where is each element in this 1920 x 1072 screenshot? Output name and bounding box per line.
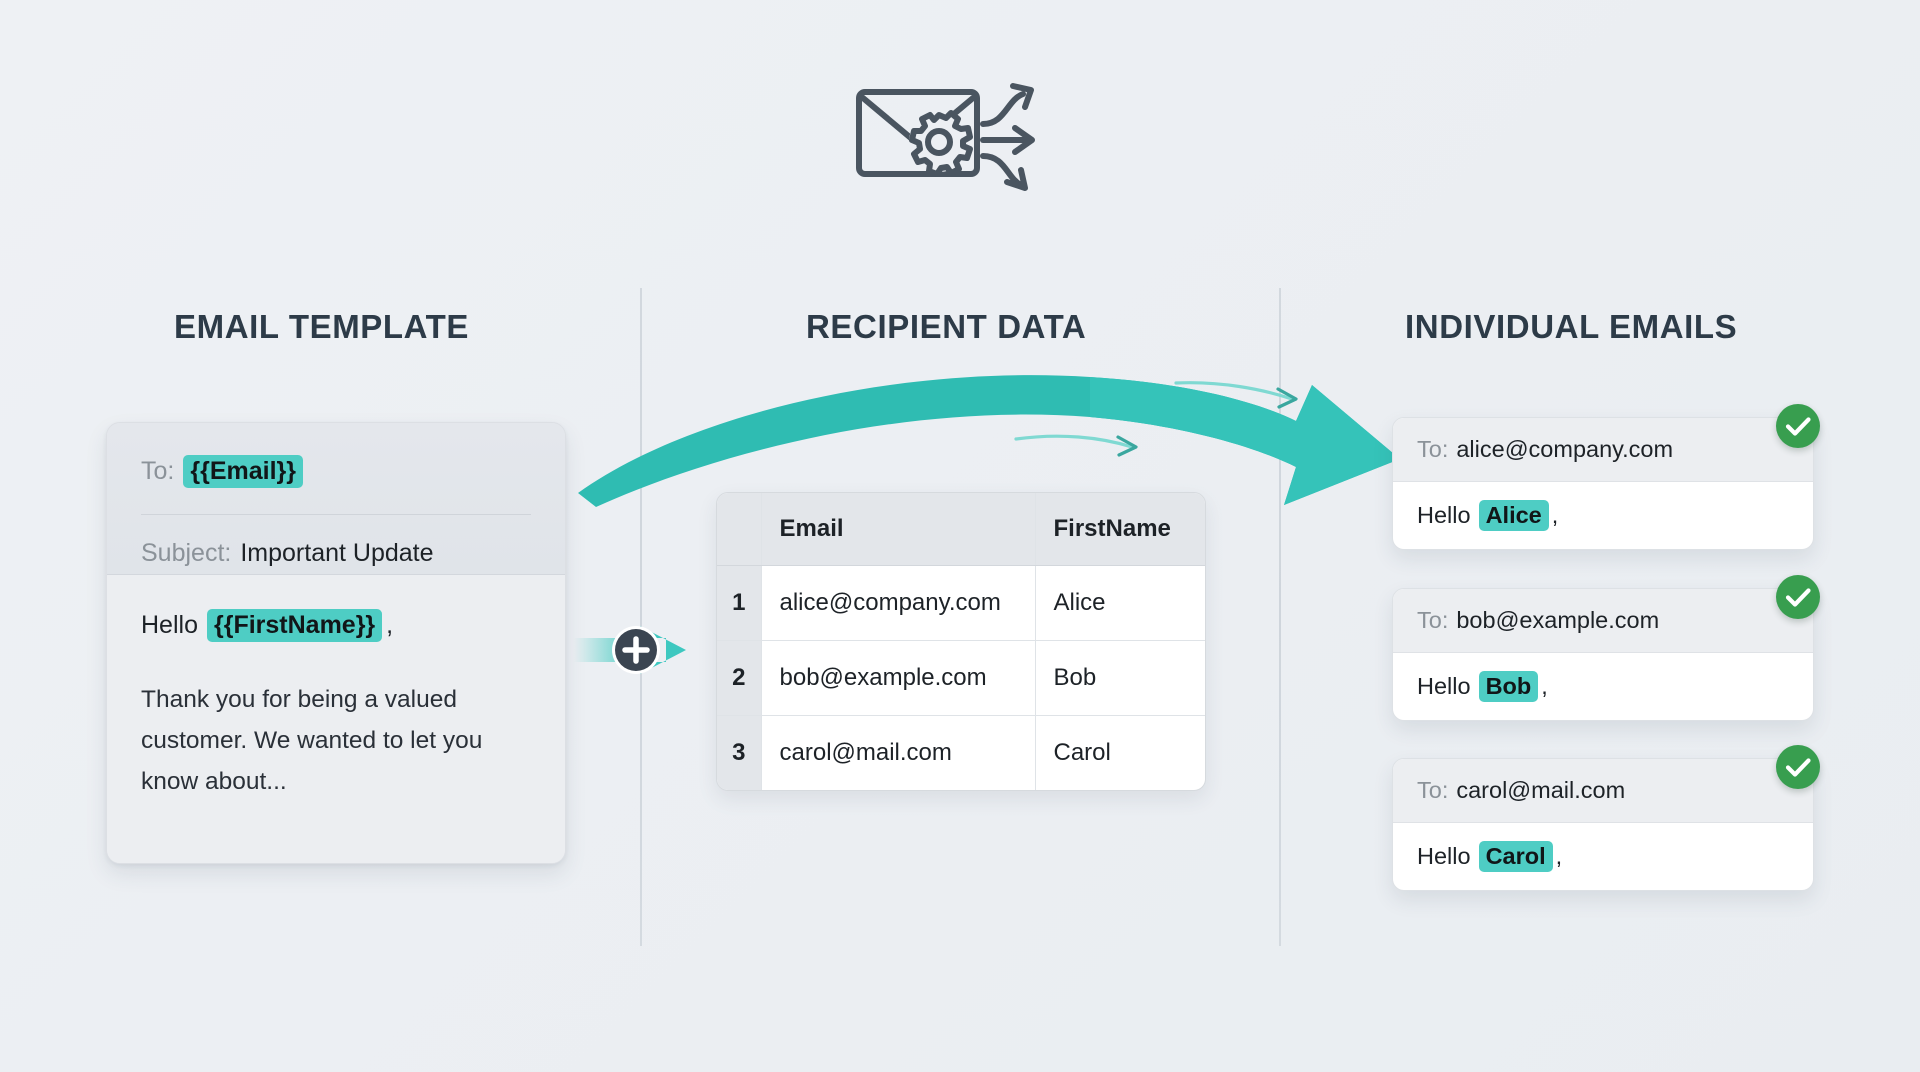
email-body-row: Hello Alice ,	[1393, 482, 1813, 549]
email-greeting-hello: Hello	[1417, 843, 1471, 869]
template-greeting-comma: ,	[386, 611, 394, 639]
row-firstname: Bob	[1035, 640, 1205, 716]
email-template-card[interactable]: To: {{Email}} Subject: Important Update …	[106, 422, 566, 864]
template-body: Hello {{FirstName}} , Thank you for bein…	[107, 575, 565, 863]
table-header-gutter	[717, 493, 762, 566]
column-heading-individual-emails: INDIVIDUAL EMAILS	[1405, 308, 1738, 345]
row-index: 1	[717, 565, 762, 641]
recipient-data-table[interactable]: Email FirstName 1 alice@company.com Alic…	[716, 492, 1206, 791]
email-recipient-name: Bob	[1478, 671, 1539, 702]
template-header-fields: To: {{Email}} Subject: Important Update	[107, 423, 565, 575]
row-email: alice@company.com	[761, 565, 1036, 641]
template-greeting-row: Hello {{FirstName}} ,	[141, 609, 531, 642]
email-to-value: carol@mail.com	[1456, 777, 1626, 803]
envelope-gear-arrows-icon	[855, 78, 1055, 198]
email-to-label: To:	[1417, 436, 1449, 462]
row-email: bob@example.com	[761, 640, 1036, 716]
template-subject-value: Important Update	[240, 539, 434, 567]
template-paragraph: Thank you for being a valued customer. W…	[141, 686, 483, 795]
check-circle-icon	[1776, 745, 1820, 789]
email-greeting-hello: Hello	[1417, 673, 1471, 699]
check-circle-icon	[1776, 575, 1820, 619]
row-index: 2	[717, 640, 762, 716]
email-to-row: To: alice@company.com	[1393, 418, 1813, 482]
email-to-row: To: bob@example.com	[1393, 589, 1813, 653]
merge-connector	[574, 608, 714, 692]
template-firstname-token: {{FirstName}}	[206, 609, 383, 642]
email-to-value: bob@example.com	[1456, 607, 1660, 633]
email-greeting-comma: ,	[1555, 843, 1563, 869]
email-to-value: alice@company.com	[1456, 436, 1674, 462]
row-email: carol@mail.com	[761, 715, 1036, 790]
email-greeting-hello: Hello	[1417, 502, 1471, 528]
row-index: 3	[717, 715, 762, 790]
template-divider-rule	[141, 514, 531, 515]
template-to-row: To: {{Email}}	[141, 455, 531, 488]
generated-email-card[interactable]: To: alice@company.com Hello Alice ,	[1392, 417, 1814, 550]
column-heading-email-template: EMAIL TEMPLATE	[174, 308, 470, 345]
email-greeting-comma: ,	[1551, 502, 1559, 528]
template-subject-row: Subject: Important Update	[141, 539, 531, 568]
generated-email-card[interactable]: To: bob@example.com Hello Bob ,	[1392, 588, 1814, 721]
email-greeting-comma: ,	[1541, 673, 1548, 699]
column-heading-recipient-data: RECIPIENT DATA	[806, 308, 1087, 345]
table-header-row: Email FirstName	[717, 493, 1205, 566]
template-to-token: {{Email}}	[183, 455, 303, 488]
table-header-email: Email	[761, 493, 1036, 566]
table-row[interactable]: 3 carol@mail.com Carol	[717, 715, 1205, 790]
template-subject-label: Subject:	[141, 539, 232, 567]
check-circle-icon	[1776, 404, 1820, 448]
email-body-row: Hello Bob ,	[1393, 653, 1813, 720]
email-to-row: To: carol@mail.com	[1393, 759, 1813, 823]
email-recipient-name: Carol	[1478, 841, 1553, 872]
generated-email-card[interactable]: To: carol@mail.com Hello Carol ,	[1392, 758, 1814, 891]
table-header-firstname: FirstName	[1035, 493, 1205, 566]
column-divider-left	[640, 288, 642, 946]
template-to-label: To:	[141, 457, 175, 485]
email-to-label: To:	[1417, 607, 1449, 633]
row-firstname: Alice	[1035, 565, 1205, 641]
row-firstname: Carol	[1053, 738, 1111, 766]
email-recipient-name: Alice	[1478, 500, 1549, 531]
template-greeting-hello: Hello	[141, 611, 198, 639]
table-row[interactable]: 1 alice@company.com Alice	[717, 565, 1205, 641]
table-row[interactable]: 2 bob@example.com Bob	[717, 640, 1205, 716]
email-body-row: Hello Carol ,	[1393, 823, 1813, 890]
email-to-label: To:	[1417, 777, 1449, 803]
column-divider-right	[1279, 288, 1281, 946]
